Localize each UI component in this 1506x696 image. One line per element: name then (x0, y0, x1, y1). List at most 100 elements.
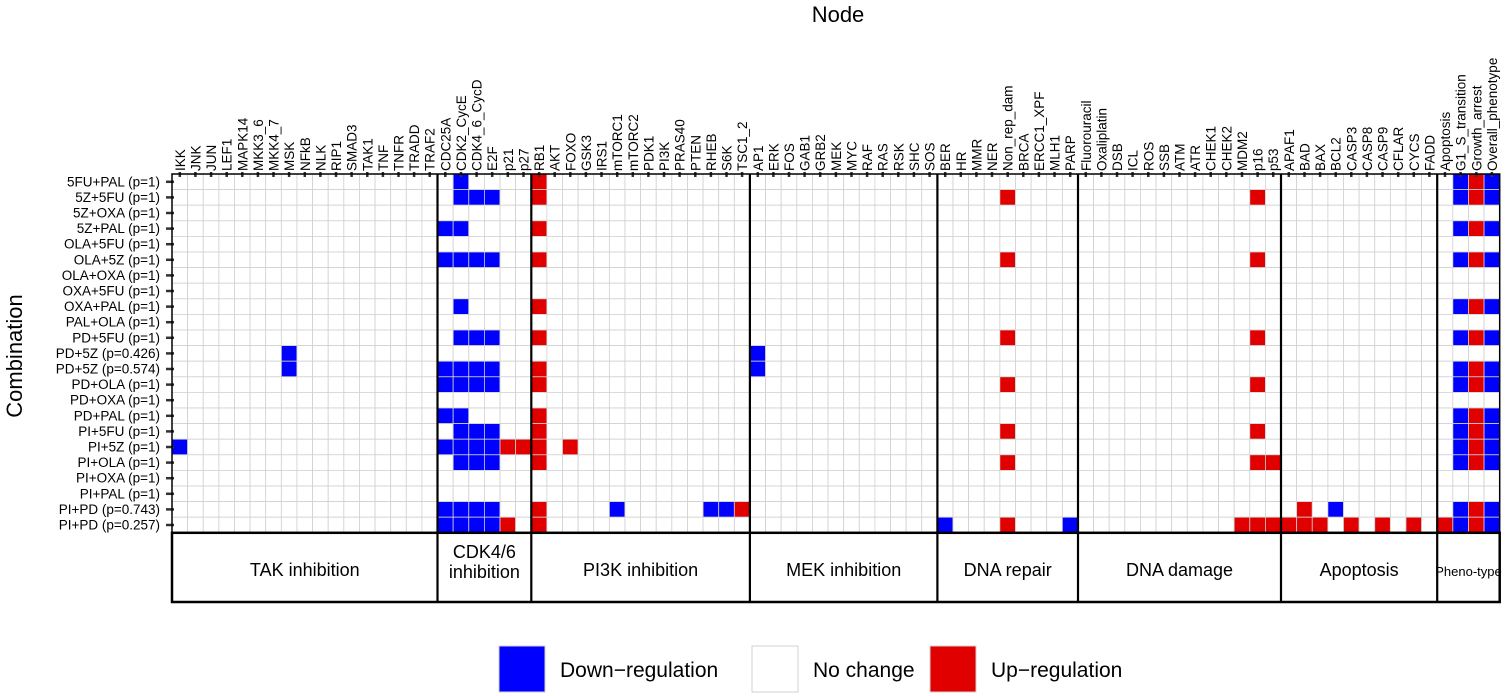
heatmap-cell (1249, 454, 1266, 471)
heatmap-cell (546, 251, 563, 269)
heatmap-cell (1436, 329, 1454, 347)
heatmap-cell (515, 298, 532, 315)
heatmap-cell (1140, 282, 1157, 300)
combination-label: PI+OXA (p=1) (76, 471, 160, 486)
heatmap-cell (296, 438, 313, 456)
heatmap-cell (1436, 391, 1454, 409)
heatmap-cell (327, 345, 345, 362)
heatmap-cell (921, 438, 938, 456)
heatmap-cell (593, 267, 610, 284)
heatmap-cell (593, 282, 610, 300)
heatmap-cell (218, 407, 235, 425)
heatmap-cell (1186, 438, 1204, 456)
heatmap-cell (827, 407, 845, 425)
heatmap-cell (1468, 220, 1485, 237)
heatmap-cell (405, 204, 423, 222)
heatmap-cell (780, 423, 798, 440)
heatmap-cell (702, 423, 720, 440)
heatmap-cell (687, 313, 704, 331)
heatmap-cell (1483, 220, 1501, 237)
heatmap-cell (1124, 298, 1141, 315)
heatmap-cell (983, 516, 1001, 534)
heatmap-cell (999, 469, 1016, 487)
heatmap-cell (1327, 501, 1344, 518)
heatmap-cell (1233, 267, 1251, 284)
heatmap-cell (687, 407, 704, 425)
heatmap-cell (452, 345, 470, 362)
heatmap-cell (858, 282, 876, 300)
heatmap-cell (1046, 501, 1063, 518)
heatmap-cell (1311, 391, 1329, 409)
heatmap-cell (1077, 329, 1094, 347)
heatmap-cell (827, 235, 845, 253)
heatmap-cell (202, 220, 220, 237)
heatmap-cell (1233, 298, 1251, 315)
heatmap-cell (390, 345, 407, 362)
heatmap-cell (780, 376, 798, 393)
heatmap-cell (1218, 454, 1235, 471)
heatmap-cell (312, 516, 329, 534)
heatmap-cell (437, 329, 454, 347)
heatmap-cell (1171, 485, 1188, 503)
combination-label: OLA+OXA (p=1) (62, 268, 160, 283)
heatmap-cell (796, 189, 813, 206)
heatmap-cell (640, 329, 657, 347)
heatmap-cell (655, 267, 673, 284)
heatmap-cell (780, 220, 798, 237)
heatmap-cell (843, 516, 860, 534)
heatmap-cell (718, 267, 735, 284)
heatmap-cell (1405, 313, 1422, 331)
heatmap-cell (968, 282, 985, 300)
heatmap-cell (999, 251, 1016, 269)
heatmap-cell (655, 235, 673, 253)
heatmap-cell (1468, 423, 1485, 440)
heatmap-cell (374, 204, 392, 222)
heatmap-cell (499, 267, 517, 284)
heatmap-cell (718, 438, 735, 456)
heatmap-cell (483, 189, 501, 206)
heatmap-cell (999, 313, 1016, 331)
heatmap-cell (968, 376, 985, 393)
heatmap-cell (1046, 235, 1063, 253)
heatmap-cell (1389, 501, 1407, 518)
heatmap-cell (1483, 313, 1501, 331)
heatmap-cell (312, 423, 329, 440)
heatmap-cell (577, 516, 595, 534)
heatmap-cell (1358, 391, 1376, 409)
heatmap-cell (1030, 298, 1048, 315)
heatmap-cell (499, 423, 517, 440)
heatmap-cell (608, 516, 626, 534)
heatmap-cell (843, 313, 860, 331)
heatmap-cell (1436, 469, 1454, 487)
heatmap-cell (515, 501, 532, 518)
heatmap-cell (421, 313, 438, 331)
heatmap-cell (624, 189, 641, 206)
heatmap-cell (1233, 454, 1251, 471)
heatmap-cell (905, 469, 923, 487)
heatmap-cell (1374, 298, 1391, 315)
combination-label: 5Z+5FU (p=1) (75, 190, 160, 205)
heatmap-cell (968, 360, 985, 378)
heatmap-cell (296, 235, 313, 253)
heatmap-cell (780, 407, 798, 425)
heatmap-cell (608, 204, 626, 222)
heatmap-cell (1405, 454, 1422, 471)
node-label: CASP3 (1344, 127, 1359, 171)
heatmap-cell (1140, 485, 1157, 503)
heatmap-cell (1343, 454, 1360, 471)
heatmap-cell (905, 313, 923, 331)
heatmap-cell (1343, 298, 1360, 315)
heatmap-cell (999, 267, 1016, 284)
heatmap-cell (343, 313, 360, 331)
heatmap-cell (702, 329, 720, 347)
heatmap-cell (577, 235, 595, 253)
heatmap-cell (1280, 407, 1298, 425)
heatmap-cell (640, 189, 657, 206)
heatmap-cell (1171, 391, 1188, 409)
heatmap-cell (296, 313, 313, 331)
heatmap-cell (687, 485, 704, 503)
heatmap-cell (437, 313, 454, 331)
heatmap-cell (1077, 485, 1094, 503)
heatmap-cell (1452, 345, 1469, 362)
heatmap-cell (624, 501, 641, 518)
